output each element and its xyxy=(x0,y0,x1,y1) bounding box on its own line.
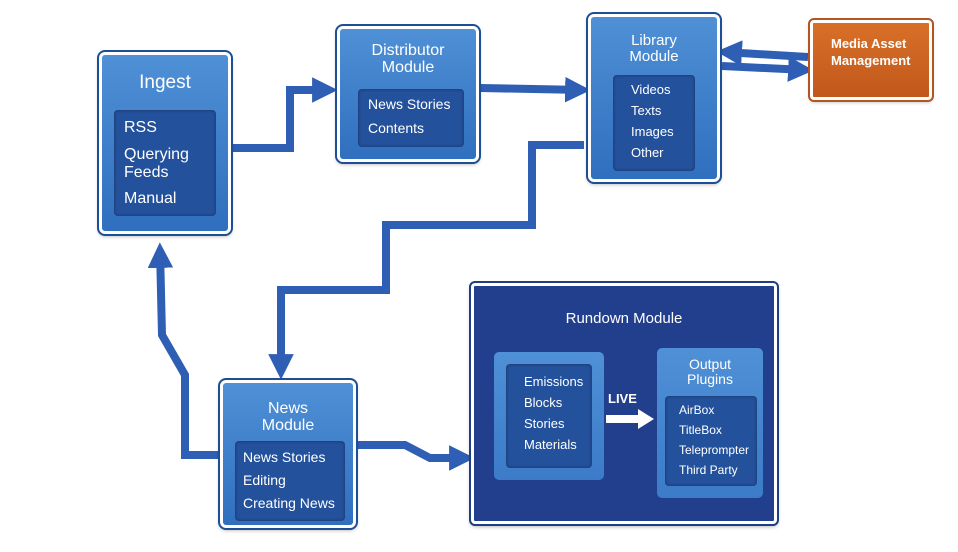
mam-title: Media Asset Management xyxy=(831,36,911,68)
arrow-library-to-news xyxy=(268,141,584,380)
library-module: Library Module Videos Texts Images Other xyxy=(586,12,722,184)
ingest-item-rss: RSS xyxy=(124,119,157,136)
arrow-ingest-to-distributor xyxy=(233,77,338,152)
live-label: LIVE xyxy=(608,391,637,406)
distributor-module: Distributor Module News Stories Contents xyxy=(335,24,481,164)
arrow-news-to-ingest xyxy=(147,242,218,459)
ingest-item-manual: Manual xyxy=(124,190,177,207)
distributor-item-news-stories: News Stories xyxy=(368,96,451,112)
library-item-images: Images xyxy=(631,124,674,139)
library-item-videos: Videos xyxy=(631,82,671,97)
news-item-editing: Editing xyxy=(243,472,286,488)
output-item-third-party: Third Party xyxy=(679,463,738,477)
output-plugins-title: Output Plugins xyxy=(687,356,733,387)
ingest-item-querying-feeds: Querying Feeds xyxy=(124,146,189,181)
arrow-library-to-mam xyxy=(721,56,814,82)
distributor-title: Distributor Module xyxy=(371,42,445,76)
arrow-mam-to-library xyxy=(716,40,809,66)
media-asset-management-box: Media Asset Management xyxy=(808,18,934,102)
arrow-distributor-to-library xyxy=(479,76,591,103)
news-item-creating-news: Creating News xyxy=(243,495,335,511)
news-module: News Module News Stories Editing Creatin… xyxy=(218,378,358,530)
news-items-panel: News Stories Editing Creating News xyxy=(235,441,345,521)
rundown-item-emissions: Emissions xyxy=(524,374,584,389)
news-item-news-stories: News Stories xyxy=(243,449,326,465)
rundown-title: Rundown Module xyxy=(565,310,683,327)
output-plugins-panel: AirBox TitleBox Teleprompter Third Party xyxy=(665,396,757,486)
library-title: Library Module xyxy=(629,32,679,65)
ingest-module: Ingest RSS Querying Feeds Manual xyxy=(97,50,233,236)
output-item-airbox: AirBox xyxy=(679,403,715,417)
arrow-news-to-rundown xyxy=(356,441,475,471)
rundown-item-blocks: Blocks xyxy=(524,395,563,410)
rundown-items-box: Emissions Blocks Stories Materials xyxy=(494,352,604,480)
distributor-items-panel: News Stories Contents xyxy=(358,89,464,147)
rundown-items-panel: Emissions Blocks Stories Materials xyxy=(506,364,592,468)
library-items-panel: Videos Texts Images Other xyxy=(613,75,695,171)
rundown-item-stories: Stories xyxy=(524,416,565,431)
library-item-other: Other xyxy=(631,145,664,160)
ingest-title: Ingest xyxy=(139,72,191,93)
library-item-texts: Texts xyxy=(631,103,662,118)
output-item-titlebox: TitleBox xyxy=(679,423,722,437)
rundown-module: Rundown Module Emissions Blocks Stories … xyxy=(469,281,779,526)
news-title: News Module xyxy=(261,400,315,434)
output-item-teleprompter: Teleprompter xyxy=(679,443,750,457)
live-arrow xyxy=(606,409,654,429)
distributor-item-contents: Contents xyxy=(368,120,425,136)
rundown-item-materials: Materials xyxy=(524,437,577,452)
ingest-items-panel: RSS Querying Feeds Manual xyxy=(114,110,216,216)
output-plugins-box: Output Plugins AirBox TitleBox Telepromp… xyxy=(657,348,763,498)
